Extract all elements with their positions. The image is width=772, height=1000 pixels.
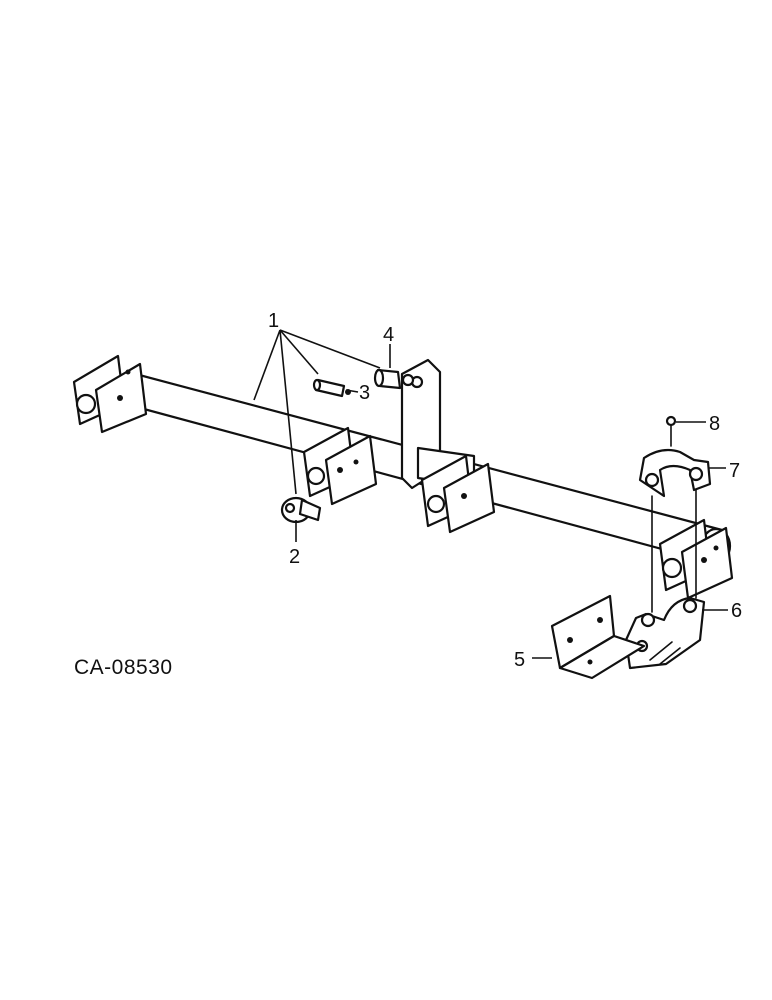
leader-lines (253, 329, 728, 659)
part-4-bushing (373, 368, 415, 390)
callout-4: 4 (383, 324, 394, 346)
part-6-lower-clamp (624, 596, 706, 670)
bracket-center-left (302, 426, 378, 506)
callout-1: 1 (268, 310, 279, 332)
part-8-bolt (665, 415, 677, 447)
callout-2: 2 (289, 546, 300, 568)
callout-5: 5 (514, 649, 525, 671)
callout-8: 8 (709, 413, 720, 435)
part-7-upper-clamp (638, 448, 712, 498)
callout-3: 3 (359, 382, 370, 404)
bracket-right-end (658, 518, 734, 600)
part-3-pin (312, 378, 351, 398)
bracket-center-right (420, 454, 496, 534)
callout-7: 7 (729, 460, 740, 482)
diagram-code: CA-08530 (74, 656, 173, 679)
bracket-left-end (72, 354, 148, 434)
part-2-fitting (280, 496, 322, 524)
part-5-angle-bracket (550, 594, 646, 680)
callout-6: 6 (731, 600, 742, 622)
